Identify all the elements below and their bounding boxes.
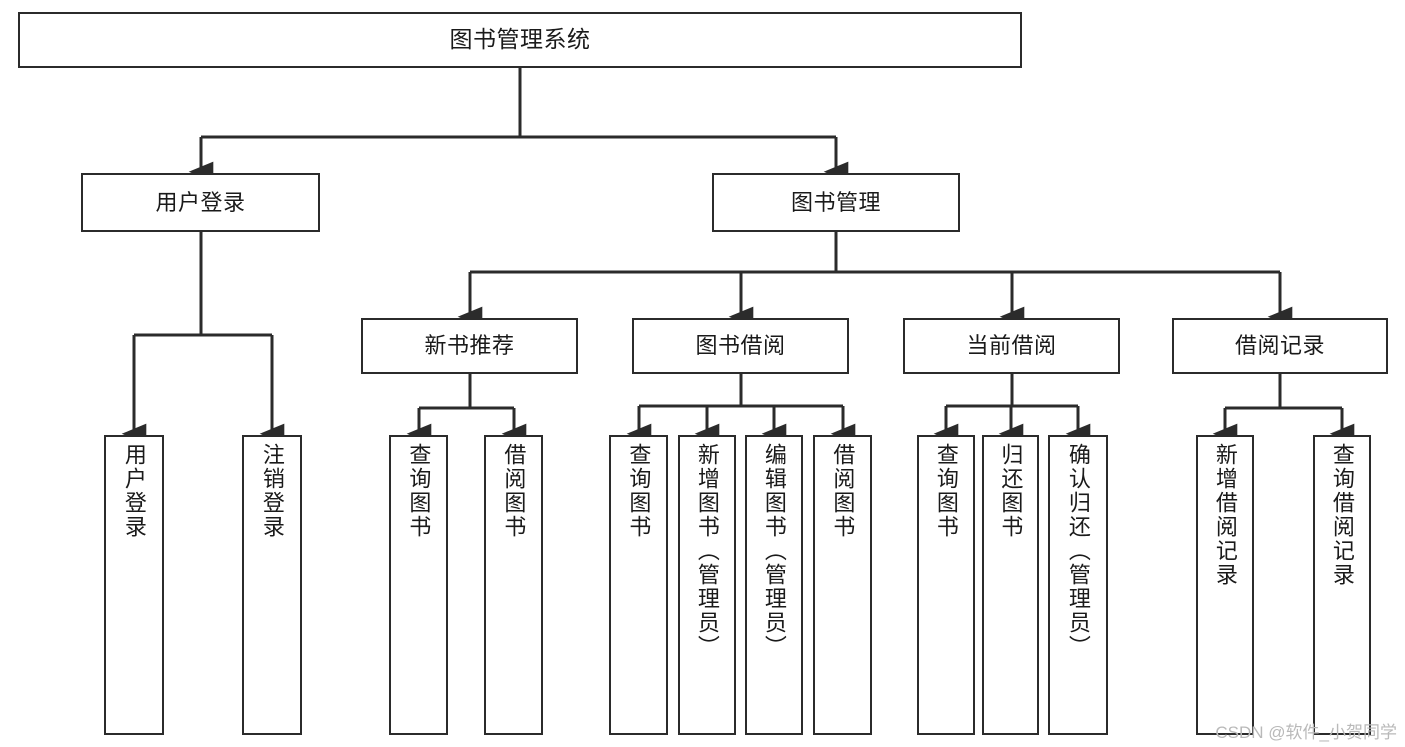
node-leaf-4[interactable]: 借阅图书 — [484, 435, 543, 735]
node-leaf-5[interactable]: 查询图书 — [609, 435, 668, 735]
node-label: 新增图书（管理员） — [694, 443, 720, 659]
node-leaf-6[interactable]: 新增图书（管理员） — [678, 435, 736, 735]
node-label: 确认归还（管理员） — [1065, 443, 1091, 659]
node-leaf-11[interactable]: 确认归还（管理员） — [1048, 435, 1108, 735]
node-label: 新书推荐 — [424, 333, 515, 359]
node-label: 当前借阅 — [966, 333, 1057, 359]
node-label: 图书借阅 — [695, 333, 786, 359]
node-label: 图书管理 — [790, 189, 881, 215]
node-label: 查询借阅记录 — [1329, 443, 1355, 587]
node-bookmgmt[interactable]: 图书管理 — [712, 173, 960, 232]
node-leaf-10[interactable]: 归还图书 — [982, 435, 1039, 735]
node-label: 查询图书 — [626, 443, 652, 539]
node-label: 编辑图书（管理员） — [761, 443, 787, 659]
node-login[interactable]: 用户登录 — [81, 173, 320, 232]
node-label: 新增借阅记录 — [1212, 443, 1238, 587]
node-leaf-9[interactable]: 查询图书 — [917, 435, 975, 735]
node-label: 借阅图书 — [830, 443, 856, 539]
node-current[interactable]: 当前借阅 — [903, 318, 1120, 374]
watermark-label: CSDN @软件_小贺同学 — [1215, 723, 1397, 742]
node-label: 查询图书 — [406, 443, 432, 539]
node-leaf-1[interactable]: 用户登录 — [104, 435, 164, 735]
node-borrow[interactable]: 图书借阅 — [632, 318, 849, 374]
node-label: 归还图书 — [998, 443, 1024, 539]
node-root[interactable]: 图书管理系统 — [18, 12, 1022, 68]
node-label: 查询图书 — [933, 443, 959, 539]
node-label: 用户登录 — [121, 443, 147, 539]
node-leaf-12[interactable]: 新增借阅记录 — [1196, 435, 1254, 735]
node-label: 借阅记录 — [1234, 333, 1325, 359]
node-label: 用户登录 — [155, 189, 246, 215]
node-leaf-8[interactable]: 借阅图书 — [813, 435, 872, 735]
node-label: 图书管理系统 — [449, 26, 591, 53]
node-newbook[interactable]: 新书推荐 — [361, 318, 578, 374]
node-leaf-3[interactable]: 查询图书 — [389, 435, 448, 735]
node-records[interactable]: 借阅记录 — [1172, 318, 1388, 374]
node-leaf-13[interactable]: 查询借阅记录 — [1313, 435, 1371, 735]
node-label: 注销登录 — [259, 443, 285, 539]
node-leaf-2[interactable]: 注销登录 — [242, 435, 302, 735]
node-leaf-7[interactable]: 编辑图书（管理员） — [745, 435, 803, 735]
node-label: 借阅图书 — [501, 443, 527, 539]
